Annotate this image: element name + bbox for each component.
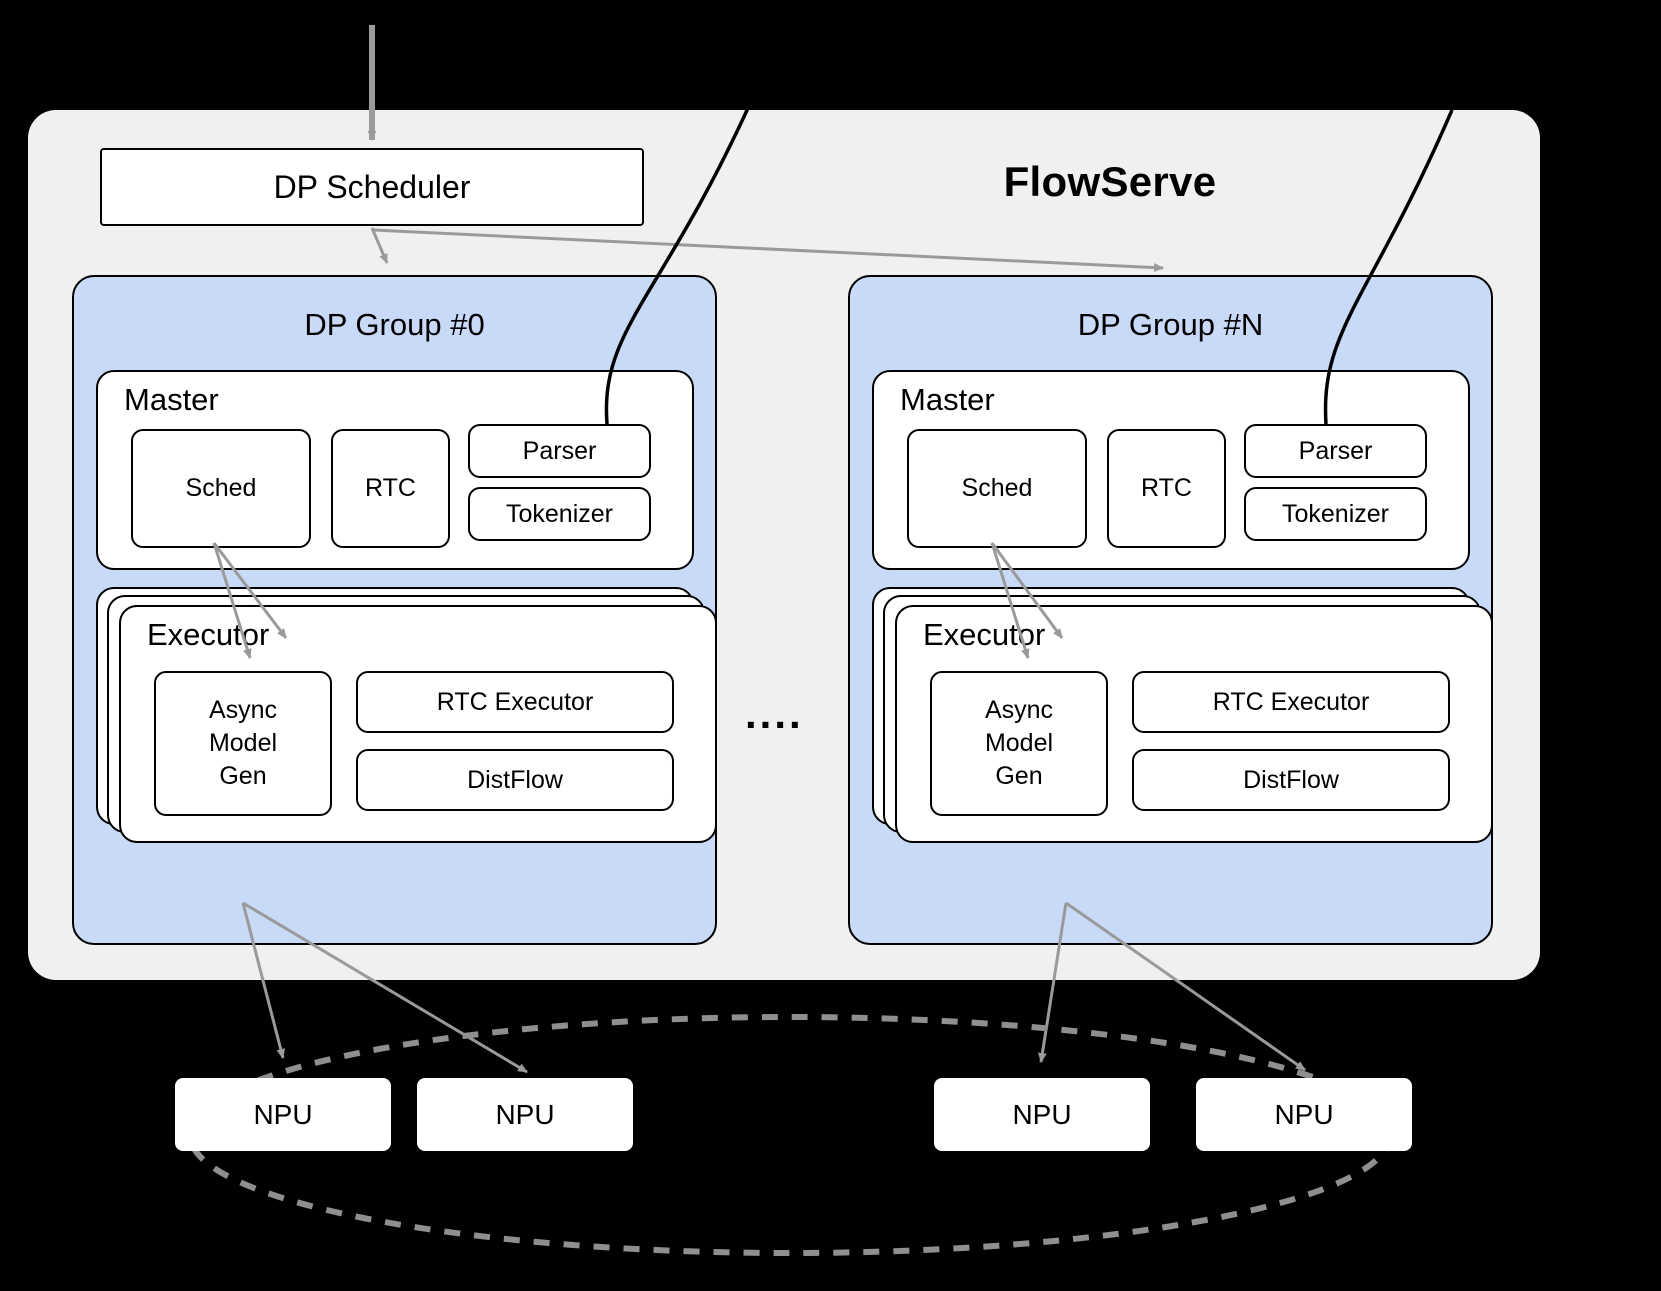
master-tokenizer-label: Tokenizer (1282, 499, 1389, 528)
executor-distflow-label: DistFlow (467, 765, 563, 794)
dp-group-n-executor-box[interactable]: Executor Async Model Gen RTC Executor Di… (895, 605, 1493, 843)
dp-group-n-master-box[interactable]: Master Sched RTC Parser Tokenizer (872, 370, 1470, 570)
executor-rtc-executor-label: RTC Executor (1212, 687, 1370, 716)
executor-async-model-gen-box[interactable]: Async Model Gen (930, 671, 1108, 816)
dp-scheduler-label: DP Scheduler (273, 168, 471, 205)
dp-scheduler-box[interactable]: DP Scheduler (100, 148, 644, 226)
async-line-3: Gen (995, 762, 1043, 790)
master-sched-label: Sched (185, 474, 257, 502)
page-title: FlowServe (1003, 158, 1217, 205)
master-tokenizer-box[interactable]: Tokenizer (468, 487, 651, 541)
dp-group-0-master-box[interactable]: Master Sched RTC Parser Tokenizer (96, 370, 694, 570)
executor-async-model-gen-box[interactable]: Async Model Gen (154, 671, 332, 816)
async-line-3: Gen (219, 762, 267, 790)
async-line-2: Model (208, 729, 278, 757)
npu-label: NPU (495, 1098, 555, 1130)
dp-group-n[interactable]: DP Group #N Master Sched RTC Parser Toke… (848, 275, 1493, 945)
npu-box-1[interactable]: NPU (417, 1078, 633, 1151)
npu-label: NPU (253, 1098, 313, 1130)
executor-distflow-box[interactable]: DistFlow (1132, 749, 1450, 811)
npu-label: NPU (1012, 1098, 1072, 1130)
async-line-2: Model (984, 729, 1054, 757)
master-sched-box[interactable]: Sched (907, 429, 1087, 548)
master-rtc-label: RTC (1141, 474, 1192, 502)
executor-distflow-box[interactable]: DistFlow (356, 749, 674, 811)
master-label: Master (900, 382, 995, 417)
executor-rtc-executor-label: RTC Executor (436, 687, 594, 716)
master-tokenizer-label: Tokenizer (506, 499, 613, 528)
dp-group-n-title: DP Group #N (1077, 307, 1264, 342)
dp-group-0[interactable]: DP Group #0 Master Sched RTC Parser Toke… (72, 275, 717, 945)
executor-label: Executor (147, 617, 270, 652)
master-label: Master (124, 382, 219, 417)
dp-group-0-title: DP Group #0 (304, 307, 485, 342)
npu-box-3[interactable]: NPU (1196, 1078, 1412, 1151)
master-tokenizer-box[interactable]: Tokenizer (1244, 487, 1427, 541)
npu-box-0[interactable]: NPU (175, 1078, 391, 1151)
master-rtc-box[interactable]: RTC (331, 429, 450, 548)
async-line-1: Async (208, 696, 278, 724)
master-rtc-box[interactable]: RTC (1107, 429, 1226, 548)
async-line-1: Async (984, 696, 1054, 724)
master-parser-box[interactable]: Parser (468, 424, 651, 478)
npu-box-2[interactable]: NPU (934, 1078, 1150, 1151)
master-parser-label: Parser (1298, 436, 1373, 465)
executor-label: Executor (923, 617, 1046, 652)
executor-rtc-executor-box[interactable]: RTC Executor (1132, 671, 1450, 733)
master-parser-label: Parser (522, 436, 597, 465)
dp-group-0-executor-box[interactable]: Executor Async Model Gen RTC Executor Di… (119, 605, 717, 843)
master-sched-box[interactable]: Sched (131, 429, 311, 548)
group-ellipsis-separator: .... (745, 690, 804, 737)
executor-distflow-label: DistFlow (1243, 765, 1339, 794)
executor-rtc-executor-box[interactable]: RTC Executor (356, 671, 674, 733)
master-sched-label: Sched (961, 474, 1033, 502)
npu-label: NPU (1274, 1098, 1334, 1130)
master-parser-box[interactable]: Parser (1244, 424, 1427, 478)
master-rtc-label: RTC (365, 474, 416, 502)
